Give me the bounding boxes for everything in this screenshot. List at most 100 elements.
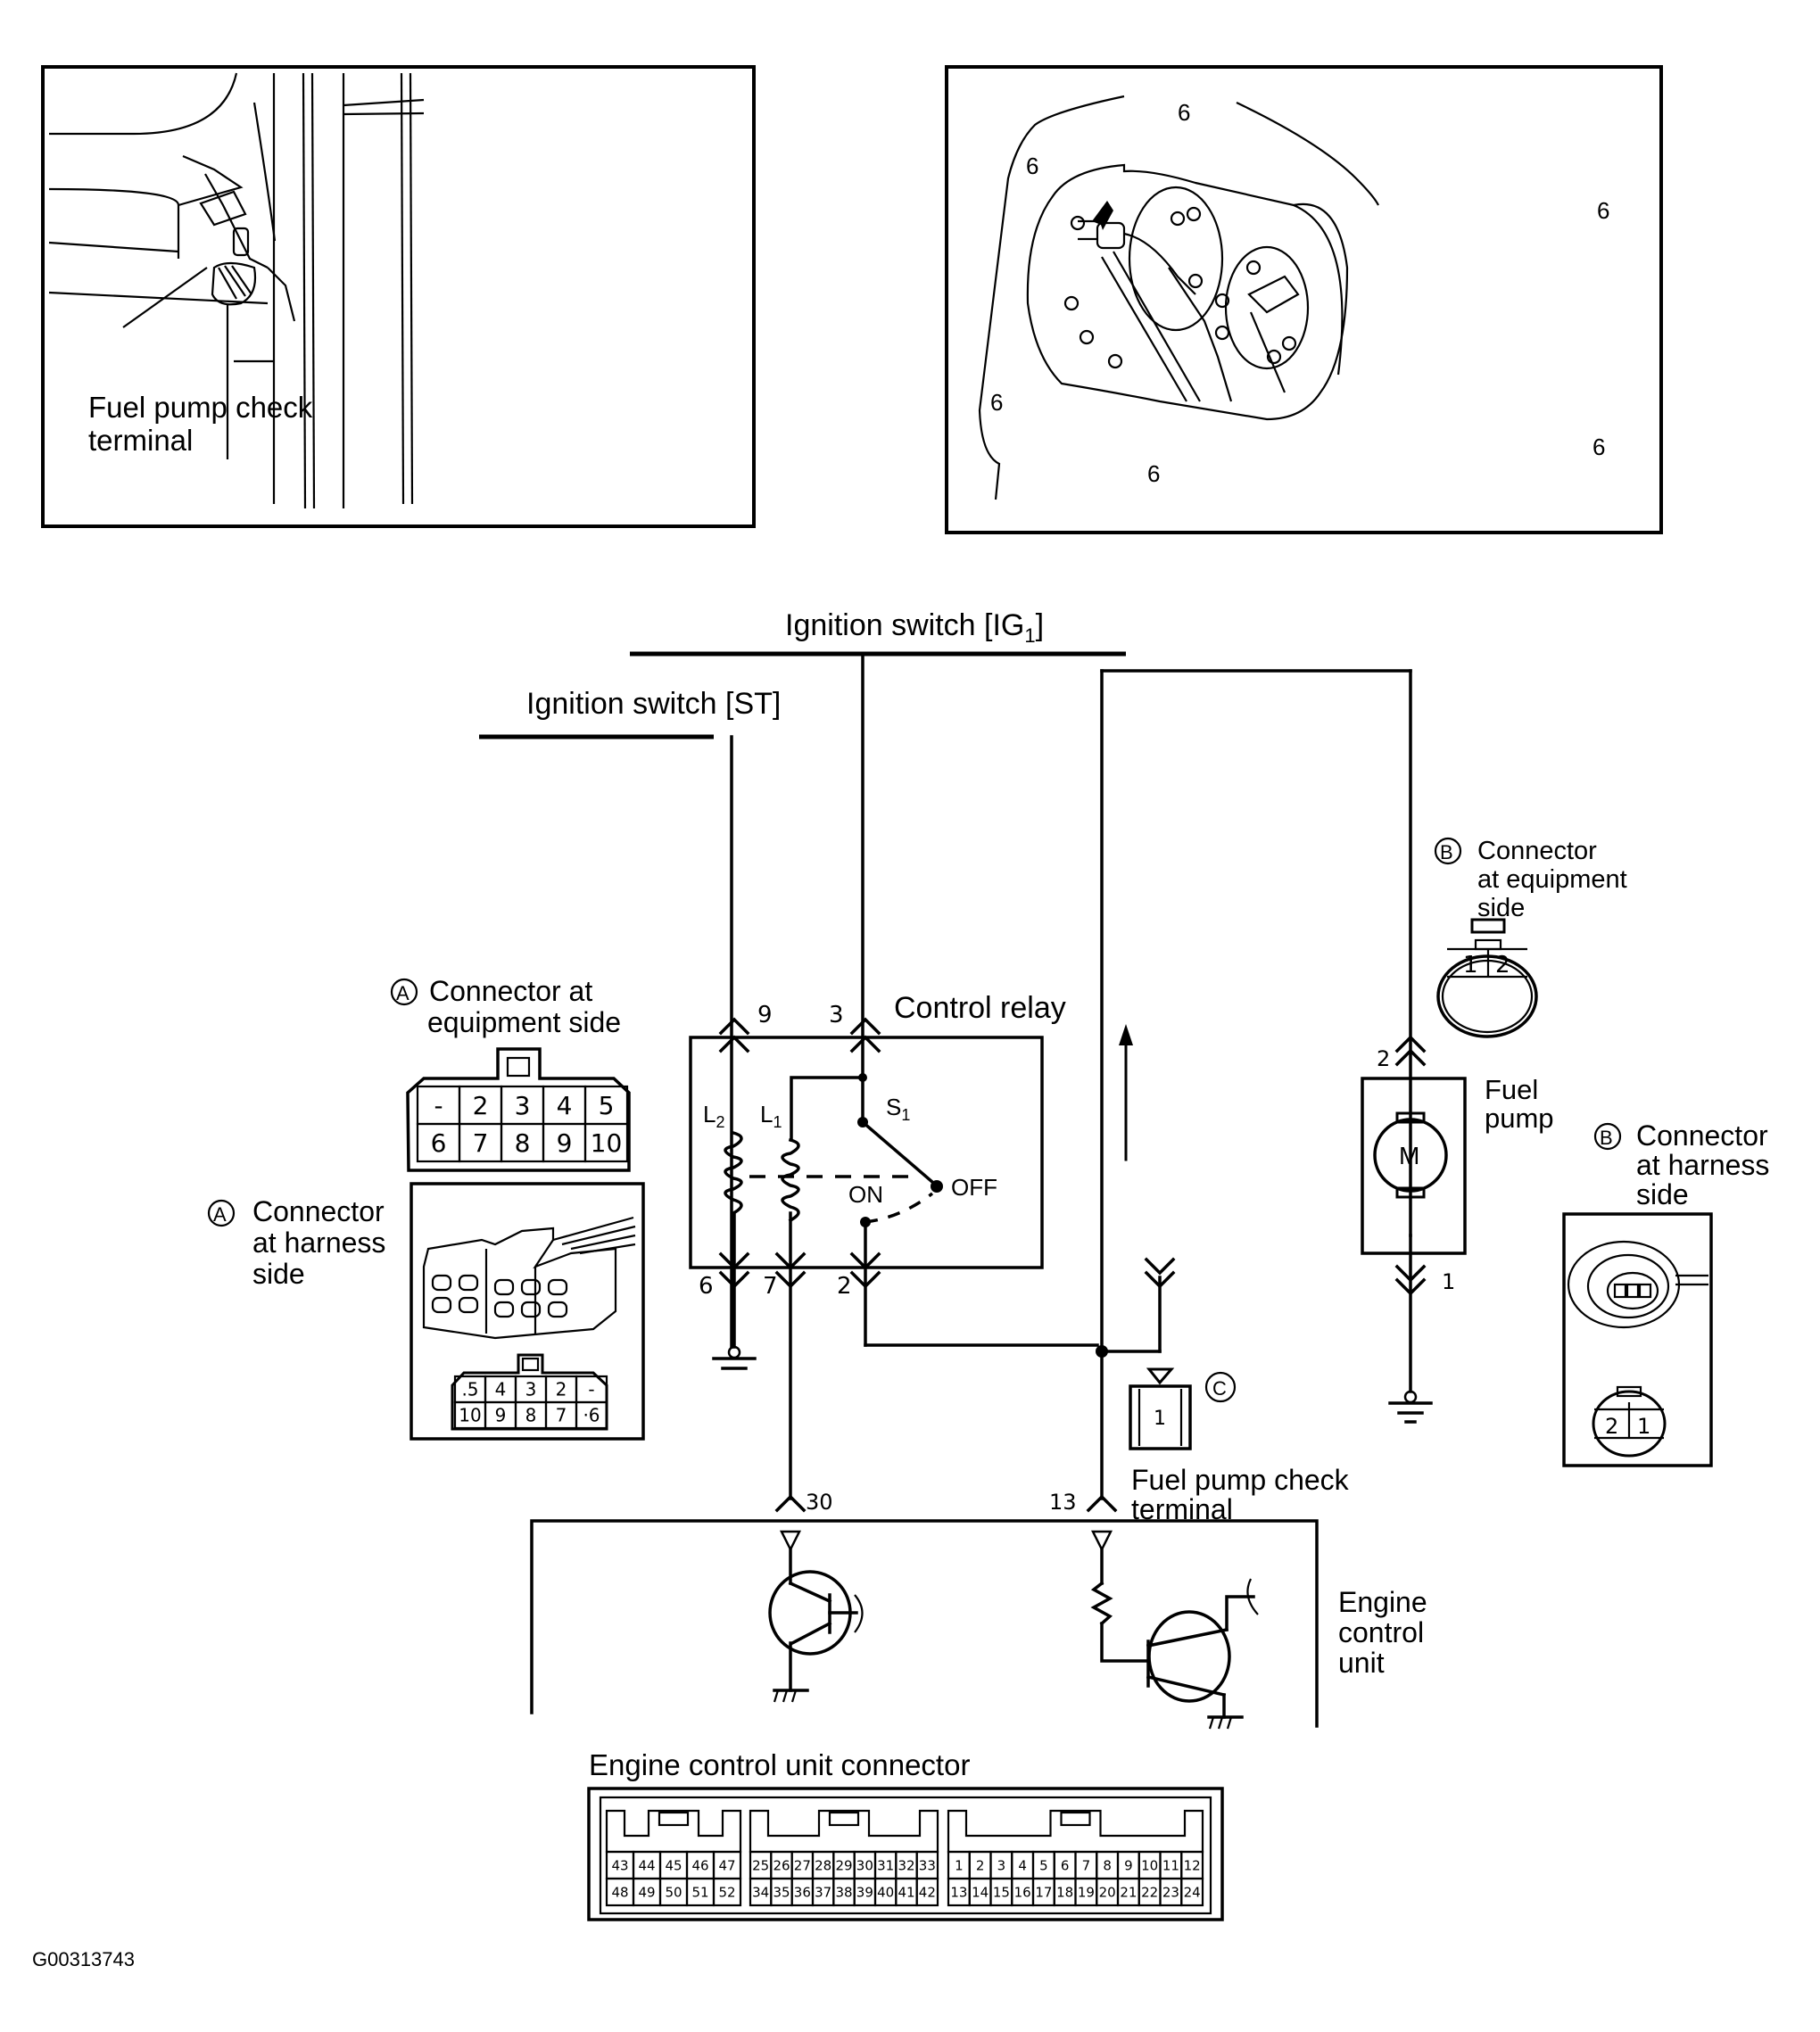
transistor-icon <box>768 1530 864 1703</box>
ecu-connector-block-2-pin-label: 29 <box>835 1857 852 1873</box>
pump-pin-1-connector-icon <box>1394 1264 1427 1296</box>
st-label: Ignition switch [ST] <box>526 687 781 721</box>
pin-label-6: 6 <box>699 1273 714 1300</box>
junction-dot <box>1096 1345 1108 1358</box>
photo-panel-left: Fuel pump check terminal <box>41 65 756 528</box>
dashboard-illustration <box>48 72 425 509</box>
ecu-label-3: unit <box>1338 1647 1385 1679</box>
connector-a-hs-pin-label: 2 <box>556 1379 567 1400</box>
ecu-connector-block-1-pin-label: 44 <box>638 1857 655 1873</box>
check-terminal-label-1: Fuel pump check <box>1131 1464 1350 1496</box>
b-eq-pin-2: 2 <box>1495 952 1510 979</box>
harness-plug-illustration <box>422 1216 636 1340</box>
ecu-connector-block-3-pin-label: 17 <box>1035 1884 1052 1900</box>
harness-plug-illustration <box>1567 1240 1708 1329</box>
connector-b-hs-title-2: at harness <box>1636 1149 1769 1181</box>
connector-a-eq-pin-label: - <box>434 1091 443 1120</box>
marker-a: A <box>396 982 410 1004</box>
fuel-pump: 2 1 M Fuel pump <box>1361 1035 1554 1296</box>
callout-text-line1: Fuel pump check <box>88 391 313 424</box>
ecu-connector-block-2-pin-label: 39 <box>856 1884 873 1900</box>
ecu-connector-block-2-pin-label: 32 <box>898 1857 914 1873</box>
ecu-connector-block-1-pin-label: 49 <box>638 1884 655 1900</box>
connector-a-eq-pin-label: 3 <box>515 1091 531 1120</box>
connector-a-hs-pin-label: .5 <box>461 1379 478 1400</box>
off-contact <box>931 1180 943 1193</box>
pump-pin-1: 1 <box>1442 1269 1455 1294</box>
screw-icon: 6 <box>1026 153 1038 179</box>
ecu-connector-block-3-cell <box>1180 1877 1204 1907</box>
ecu-connector-block-2-pin-label: 30 <box>856 1857 873 1873</box>
ecu-connector-block-3-pin-label: 19 <box>1078 1884 1095 1900</box>
connector-a-hs-pin-label: 7 <box>556 1405 567 1426</box>
ecu-connector-block-keying <box>947 1809 1204 1854</box>
fuel-tank-illustration <box>978 95 1379 500</box>
screw-icon: 6 <box>990 389 1003 416</box>
photo-panel-right: 6 6 6 6 6 6 <box>945 65 1663 534</box>
connector-a-eq-pin-label: 4 <box>557 1091 573 1120</box>
ecu-connector-block-2-pin-label: 26 <box>773 1857 790 1873</box>
connector-a-hs-pin-label: 10 <box>459 1405 481 1426</box>
bolt-holes: 6 6 6 6 6 6 <box>990 99 1609 487</box>
connector-a-eq-pin-label: 2 <box>473 1091 489 1120</box>
ecu-connector-block-1-pin-label: 50 <box>665 1884 682 1900</box>
callout-leader-line <box>122 267 208 328</box>
ecu-connector-key <box>658 1811 690 1827</box>
ecu-connector-block-1-pin-label: 48 <box>611 1884 628 1900</box>
current-direction-arrow-icon <box>1119 1024 1133 1045</box>
pin-7-connector-icon <box>774 1251 807 1289</box>
callout-text-line2: terminal <box>88 424 193 457</box>
switch-s1-label: S1 <box>886 1094 910 1124</box>
ecu-connector-block-3-pin-label: 12 <box>1184 1857 1201 1873</box>
switch-on-label: ON <box>848 1181 883 1208</box>
marker-c: C <box>1212 1377 1227 1400</box>
ecu-pin-30-connector-icon <box>774 1494 807 1513</box>
connector-a-hs-cell <box>575 1400 608 1430</box>
connector-b-hs-title-3: side <box>1636 1178 1689 1210</box>
connector-a-hs-title-2: at harness <box>252 1227 385 1259</box>
connector-a-eq-pin-label: 9 <box>557 1128 573 1158</box>
ecu-connector-block-1-pin-label: 47 <box>718 1857 735 1873</box>
ecu-connector-block-3-pin-label: 18 <box>1056 1884 1073 1900</box>
b-hs-pin-1: 1 <box>1637 1414 1650 1439</box>
connector-b-eq-title-1: Connector <box>1477 837 1597 865</box>
connector-a-eq-cell <box>583 1122 629 1163</box>
connector-a-eq-title-2: equipment side <box>427 1006 621 1038</box>
ecu-connector-key <box>1060 1811 1091 1827</box>
ecu-label-1: Engine <box>1338 1586 1427 1618</box>
ecu-connector-block-keying <box>605 1809 742 1854</box>
ecu-connector-block-2-pin-label: 35 <box>773 1884 790 1900</box>
ecu-pin-13: 13 <box>1049 1490 1077 1515</box>
ecu-connector-block-3-pin-label: 1 <box>955 1857 964 1873</box>
check-terminal-pin: 1 <box>1154 1408 1166 1430</box>
ecu-connector-block-1-pin-label: 45 <box>665 1857 682 1873</box>
ecu-connector-block-2-pin-label: 28 <box>815 1857 831 1873</box>
figure-id: G00313743 <box>32 1948 135 1970</box>
screw-icon: 6 <box>1147 460 1160 487</box>
marker-b: B <box>1600 1127 1613 1149</box>
marker-a: A <box>213 1203 227 1226</box>
fuel-pump-label-1: Fuel <box>1485 1074 1538 1105</box>
ecu-connector-block-3-pin-label: 6 <box>1061 1857 1070 1873</box>
connector-b-harness-side: B Connector at harness side 2 1 <box>1562 1119 1769 1467</box>
connector-b-hs-title-1: Connector <box>1636 1119 1768 1152</box>
connector-a-hs-title-3: side <box>252 1258 305 1290</box>
pin-label-2: 2 <box>837 1273 852 1300</box>
ecu-connector-block-2-pin-label: 38 <box>835 1884 852 1900</box>
ecu-connector-block-2-pin-label: 27 <box>794 1857 811 1873</box>
connector-a-eq-pin-label: 5 <box>599 1091 615 1120</box>
ecu-connector-block-3-pin-label: 14 <box>972 1884 989 1900</box>
ignition-switch-st: Ignition switch [ST] <box>479 687 781 739</box>
ecu-connector-block-2-pin-label: 33 <box>919 1857 936 1873</box>
ecu-connector-block-3-pin-label: 21 <box>1120 1884 1137 1900</box>
b-hs-pin-2: 2 <box>1605 1414 1618 1439</box>
ecu-connector-block-3-pin-label: 16 <box>1014 1884 1031 1900</box>
connector-a-hs-title-1: Connector <box>252 1195 385 1227</box>
ecu-connector-block-3-pin-label: 10 <box>1141 1857 1158 1873</box>
ecu-connector-block-3-pin-label: 22 <box>1141 1884 1158 1900</box>
pump-pin-2-connector-icon <box>1394 1035 1427 1067</box>
ecu-connector-block-3-pin-label: 23 <box>1162 1884 1179 1900</box>
